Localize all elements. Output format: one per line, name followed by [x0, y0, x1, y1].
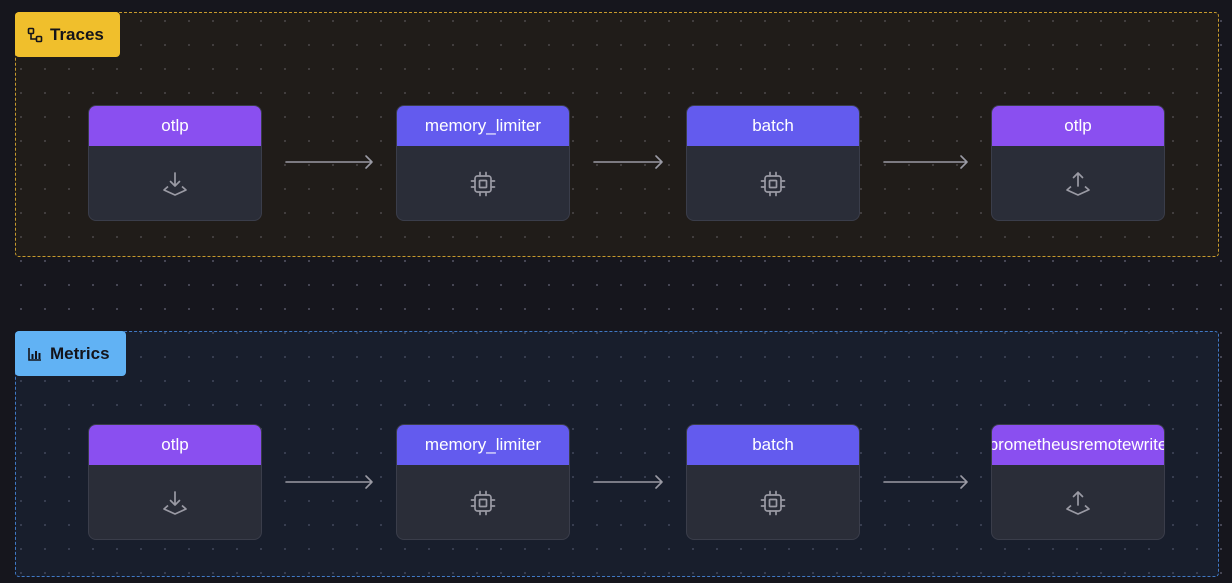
cpu-chip-icon — [760, 171, 786, 197]
graph-nodes-icon — [27, 27, 43, 42]
node-header: batch — [687, 425, 859, 465]
node-label: batch — [752, 116, 794, 135]
traces-node-memory-limiter[interactable]: memory_limiter — [396, 105, 570, 221]
node-header: memory_limiter — [397, 106, 569, 146]
node-label: batch — [752, 435, 794, 454]
traces-node-otlp-exporter[interactable]: otlp — [991, 105, 1165, 221]
node-header: otlp — [992, 106, 1164, 146]
node-header: prometheusremotewrite — [992, 425, 1164, 465]
node-label: prometheusremotewrite — [992, 435, 1164, 454]
node-label: memory_limiter — [424, 435, 542, 454]
download-tray-icon — [163, 491, 187, 515]
node-label: memory_limiter — [424, 116, 542, 135]
metrics-node-batch[interactable]: batch — [686, 424, 860, 540]
node-header: memory_limiter — [397, 425, 569, 465]
download-tray-icon — [163, 172, 187, 196]
metrics-pipeline-label[interactable]: Metrics — [15, 331, 126, 376]
node-label: otlp — [161, 435, 189, 454]
cpu-chip-icon — [470, 490, 496, 516]
traces-node-batch[interactable]: batch — [686, 105, 860, 221]
node-label: otlp — [1064, 116, 1092, 135]
node-header: batch — [687, 106, 859, 146]
pipeline-title: Traces — [50, 24, 104, 44]
metrics-node-prometheusremotewrite-exporter[interactable]: prometheusremotewrite — [991, 424, 1165, 540]
node-label: otlp — [161, 116, 189, 135]
pipeline-title: Metrics — [50, 343, 110, 363]
node-header: otlp — [89, 425, 261, 465]
upload-tray-icon — [1066, 172, 1090, 196]
bar-chart-icon — [28, 347, 41, 361]
traces-node-otlp-receiver[interactable]: otlp — [88, 105, 262, 221]
metrics-node-otlp-receiver[interactable]: otlp — [88, 424, 262, 540]
cpu-chip-icon — [760, 490, 786, 516]
metrics-node-memory-limiter[interactable]: memory_limiter — [396, 424, 570, 540]
upload-tray-icon — [1066, 491, 1090, 515]
traces-pipeline-label[interactable]: Traces — [15, 12, 120, 57]
node-header: otlp — [89, 106, 261, 146]
cpu-chip-icon — [470, 171, 496, 197]
